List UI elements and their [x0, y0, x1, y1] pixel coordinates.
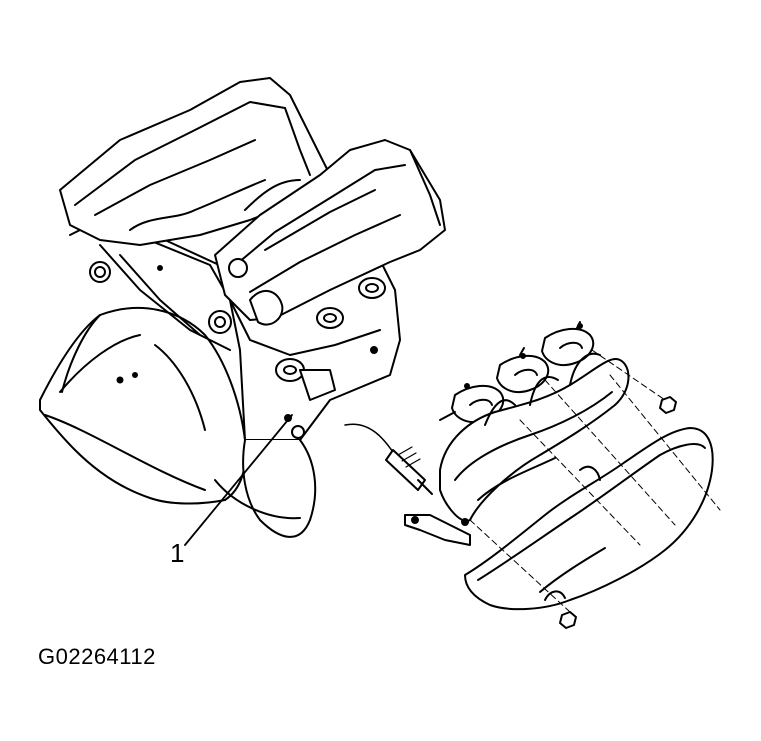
oxygen-sensor [345, 424, 432, 494]
manifold-nuts [560, 397, 676, 628]
front-cylinder-head-cover [215, 140, 445, 325]
callout-leader-line [185, 415, 292, 545]
exhaust-ports [276, 278, 385, 400]
exhaust-manifold [405, 354, 628, 545]
callout-label-1: 1 [170, 538, 185, 568]
figure-id: G02264112 [38, 644, 156, 669]
rear-cylinder-head-cover [60, 78, 330, 245]
heat-shield [465, 428, 713, 609]
alignment-dashed-lines [470, 350, 720, 612]
transmission-bellhousing [40, 308, 246, 504]
